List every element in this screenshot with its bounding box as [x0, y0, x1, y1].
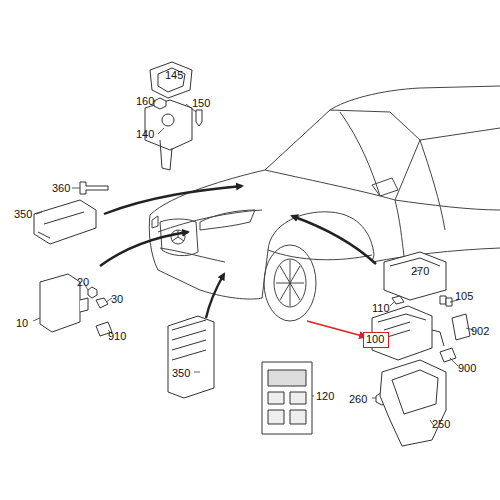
callout-number: 910 [108, 330, 126, 342]
callout-number: 145 [165, 69, 183, 81]
callout-number: 900 [458, 362, 476, 374]
callout-number: 105 [455, 290, 473, 302]
callout-number: 30 [111, 293, 123, 305]
callout-number: 360 [52, 182, 70, 194]
callout-number: 150 [192, 97, 210, 109]
callout-number: 20 [77, 276, 89, 288]
callout-number: 260 [349, 393, 367, 405]
highlighted-callout: 100 [363, 332, 389, 348]
callout-number: 270 [411, 265, 429, 277]
callout-number: 120 [316, 390, 334, 402]
callout-number: 160 [136, 95, 154, 107]
callout-number: 110 [372, 302, 390, 314]
callout-number: 10 [16, 317, 28, 329]
callout-number: 902 [471, 325, 489, 337]
callout-number: 350 [14, 208, 32, 220]
callout-number: 250 [432, 418, 450, 430]
callout-number: 140 [136, 128, 154, 140]
callout-number: 100 [366, 333, 384, 345]
callout-number: 350 [172, 367, 190, 379]
